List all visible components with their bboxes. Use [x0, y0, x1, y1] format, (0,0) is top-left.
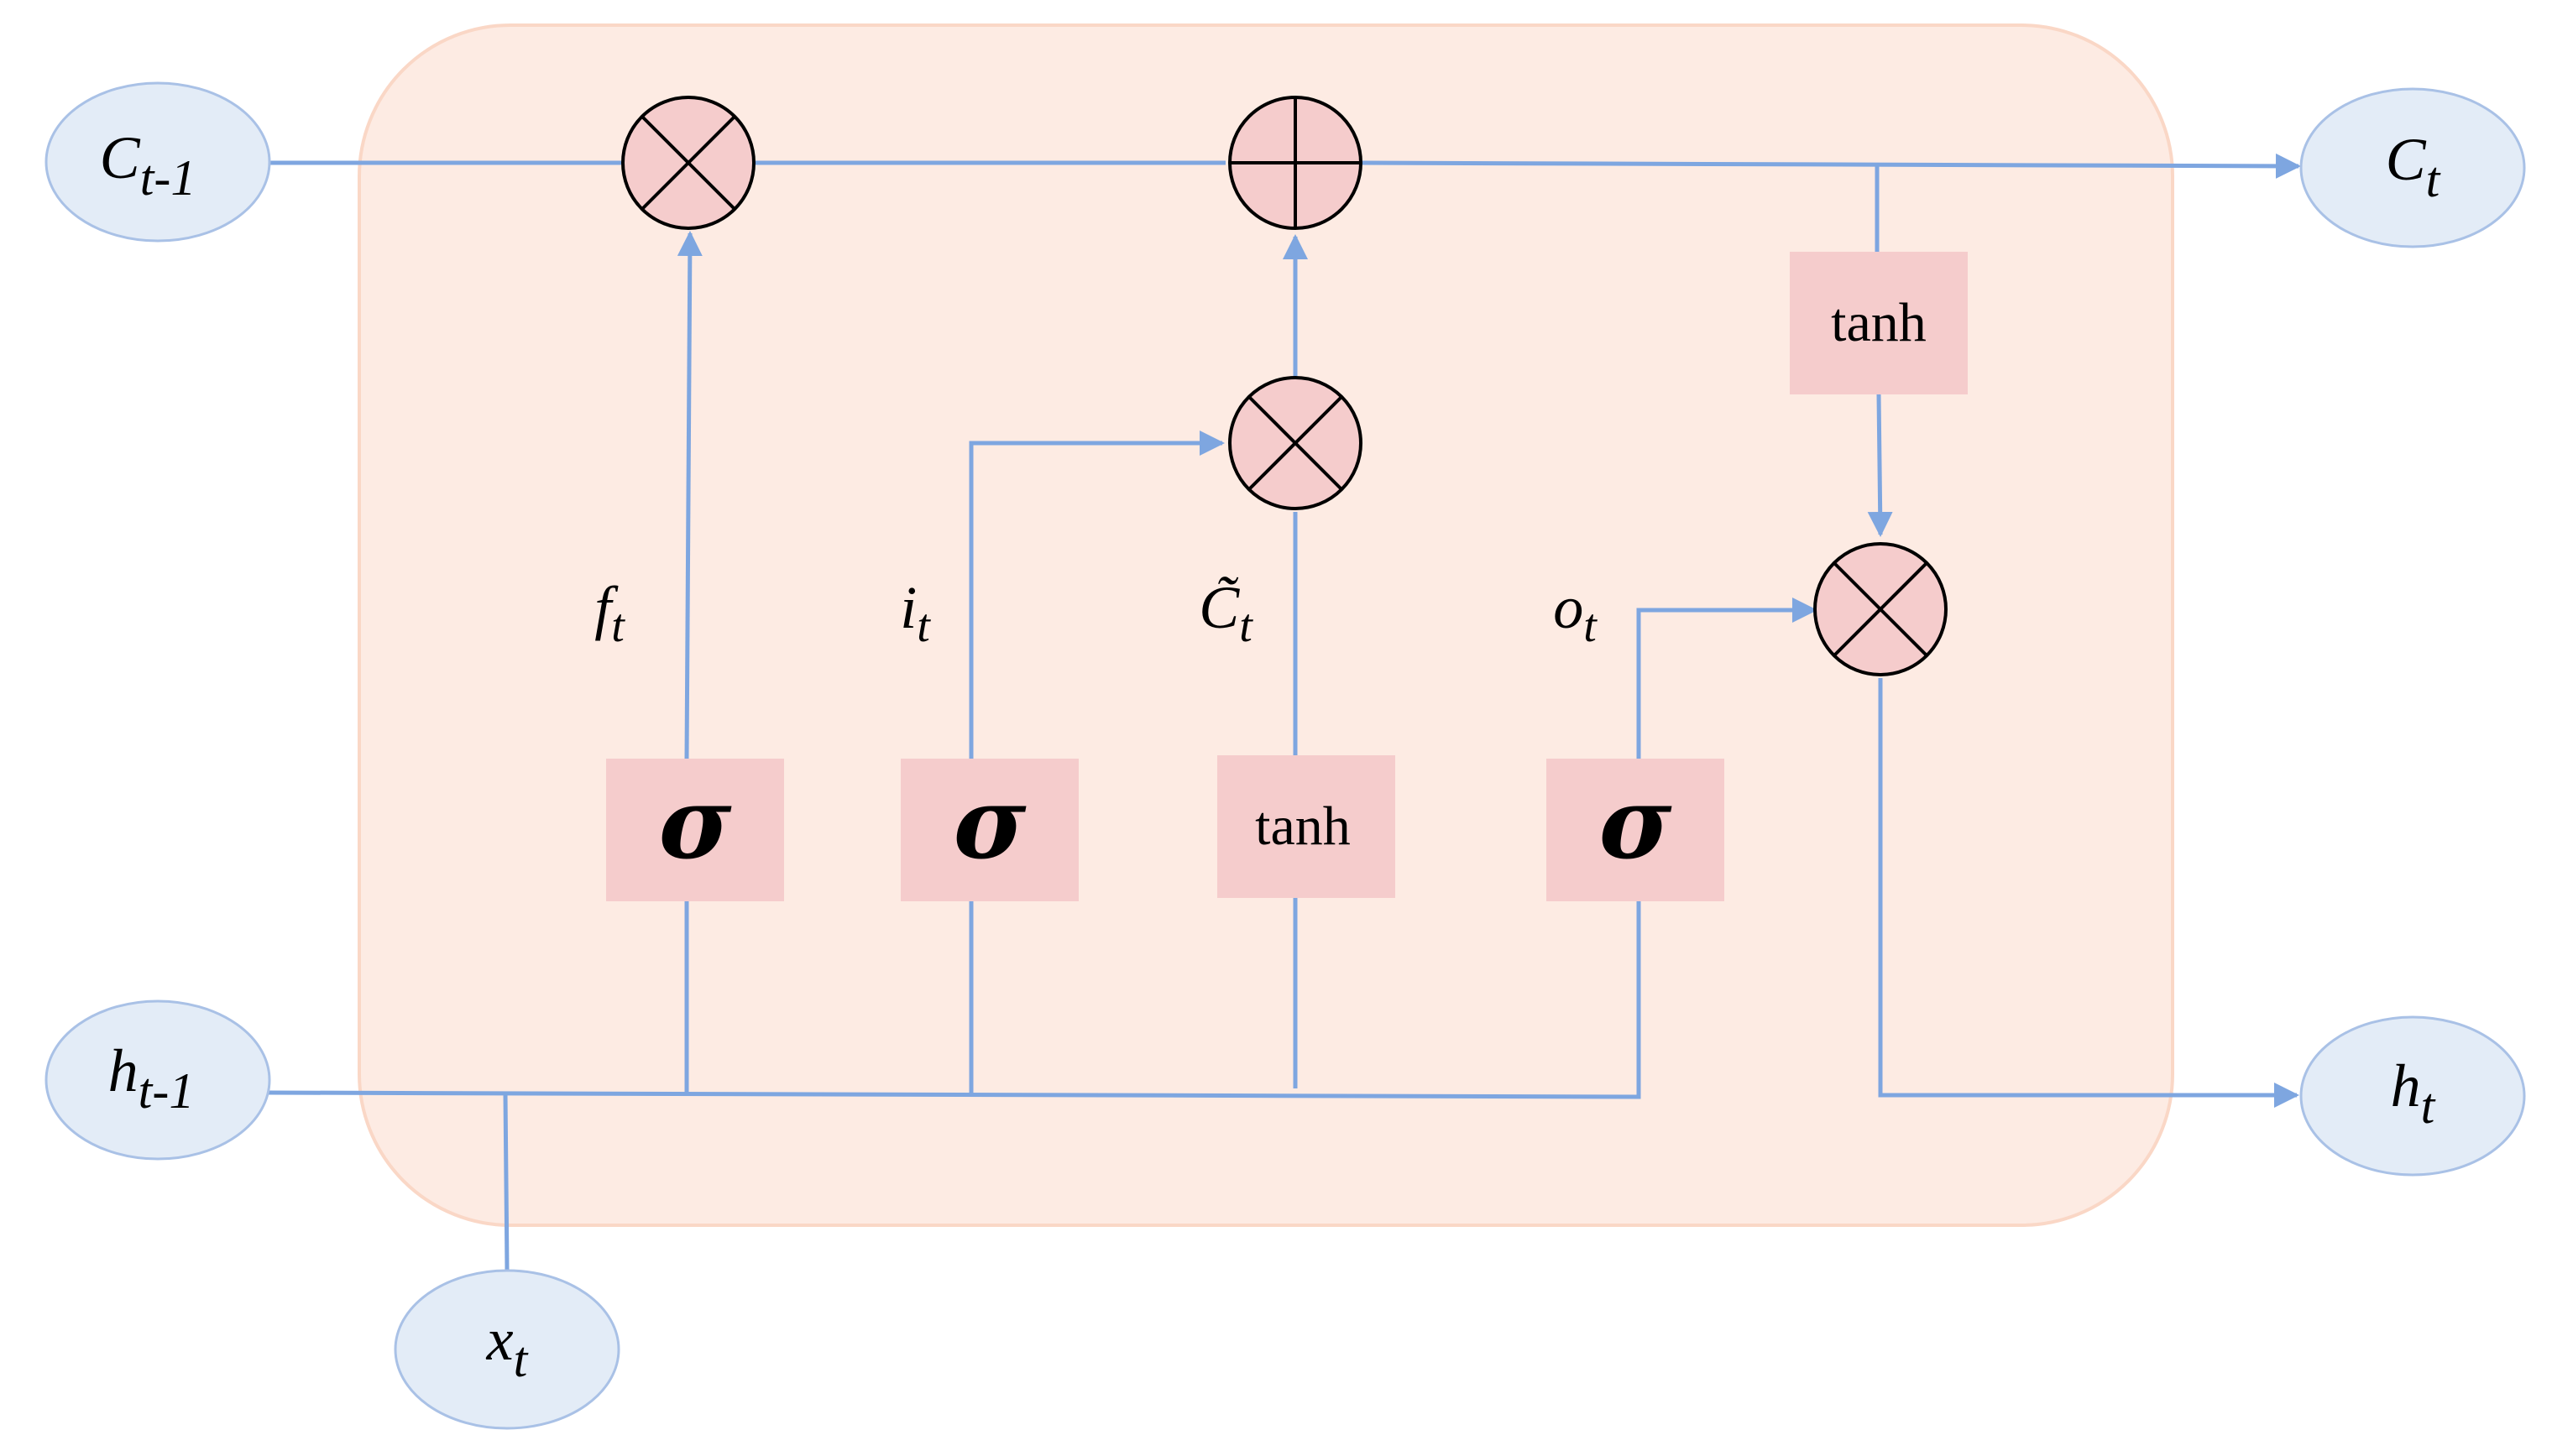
svg-text:xt: xt [486, 1306, 529, 1387]
node-h-prev-base: h [108, 1037, 139, 1104]
input-gate-output-arrow [969, 431, 1225, 759]
svg-text:ht-1: ht-1 [108, 1037, 195, 1119]
cell-state-out-arrow [1359, 153, 2301, 179]
forget-gate-symbol: σ [658, 765, 731, 881]
candidate-signal-base: C̃ [1199, 574, 1240, 641]
node-x-input-base: x [486, 1306, 514, 1373]
node-c-prev: Ct-1 [44, 81, 271, 243]
output-multiply-op [1813, 542, 1948, 676]
connectors [268, 153, 2301, 1271]
output-signal-sub: t [1583, 600, 1598, 652]
forget-gate: σ [606, 759, 784, 901]
candidate-gate: tanh [1217, 755, 1395, 898]
node-c-next-base: C [2386, 126, 2427, 193]
forget-gate-output-arrow [677, 231, 703, 759]
forget-multiply-op [621, 96, 756, 230]
node-h-prev: ht-1 [44, 999, 271, 1161]
input-signal-label: it [900, 574, 931, 652]
cell-add-op [1228, 96, 1362, 230]
forget-signal-sub: t [611, 600, 625, 652]
cell-tanh-output-arrow [1867, 394, 1893, 537]
node-c-next-sub: t [2426, 152, 2441, 207]
output-signal-label: ot [1553, 574, 1598, 652]
input-gate: σ [901, 759, 1079, 901]
output-signal-base: o [1553, 574, 1583, 641]
lstm-cell-background [358, 23, 2174, 1227]
cell-tanh-gate: tanh [1790, 252, 1968, 394]
forget-signal-label: ft [594, 574, 625, 652]
node-c-prev-sub: t-1 [140, 150, 196, 206]
output-gate: σ [1546, 759, 1724, 901]
candidate-gate-symbol: tanh [1255, 796, 1351, 857]
node-c-next: Ct [2299, 87, 2526, 248]
hidden-state-bus [268, 898, 1641, 1099]
input-signal-sub: t [917, 600, 931, 652]
candidate-signal-sub: t [1239, 600, 1253, 652]
svg-text:Ct-1: Ct-1 [100, 124, 196, 206]
node-h-next-base: h [2391, 1052, 2421, 1119]
output-gate-symbol: σ [1598, 765, 1671, 881]
hidden-output-arrow [1878, 678, 2299, 1108]
node-x-input-sub: t [514, 1332, 529, 1387]
input-multiply-op [1228, 376, 1362, 510]
candidate-signal-label: C̃t [1199, 574, 1253, 652]
output-gate-arrow [1636, 598, 1817, 759]
svg-text:ht: ht [2391, 1052, 2436, 1134]
input-x-line [503, 1093, 510, 1271]
node-h-next: ht [2299, 1015, 2526, 1177]
node-h-prev-sub: t-1 [139, 1063, 195, 1119]
input-gate-symbol: σ [953, 765, 1026, 881]
input-signal-base: i [900, 574, 917, 641]
node-c-prev-base: C [100, 124, 141, 191]
cell-tanh-symbol: tanh [1831, 292, 1927, 353]
node-x-input: xt [394, 1269, 620, 1430]
svg-text:Ct: Ct [2386, 126, 2441, 207]
node-h-next-sub: t [2421, 1078, 2436, 1134]
